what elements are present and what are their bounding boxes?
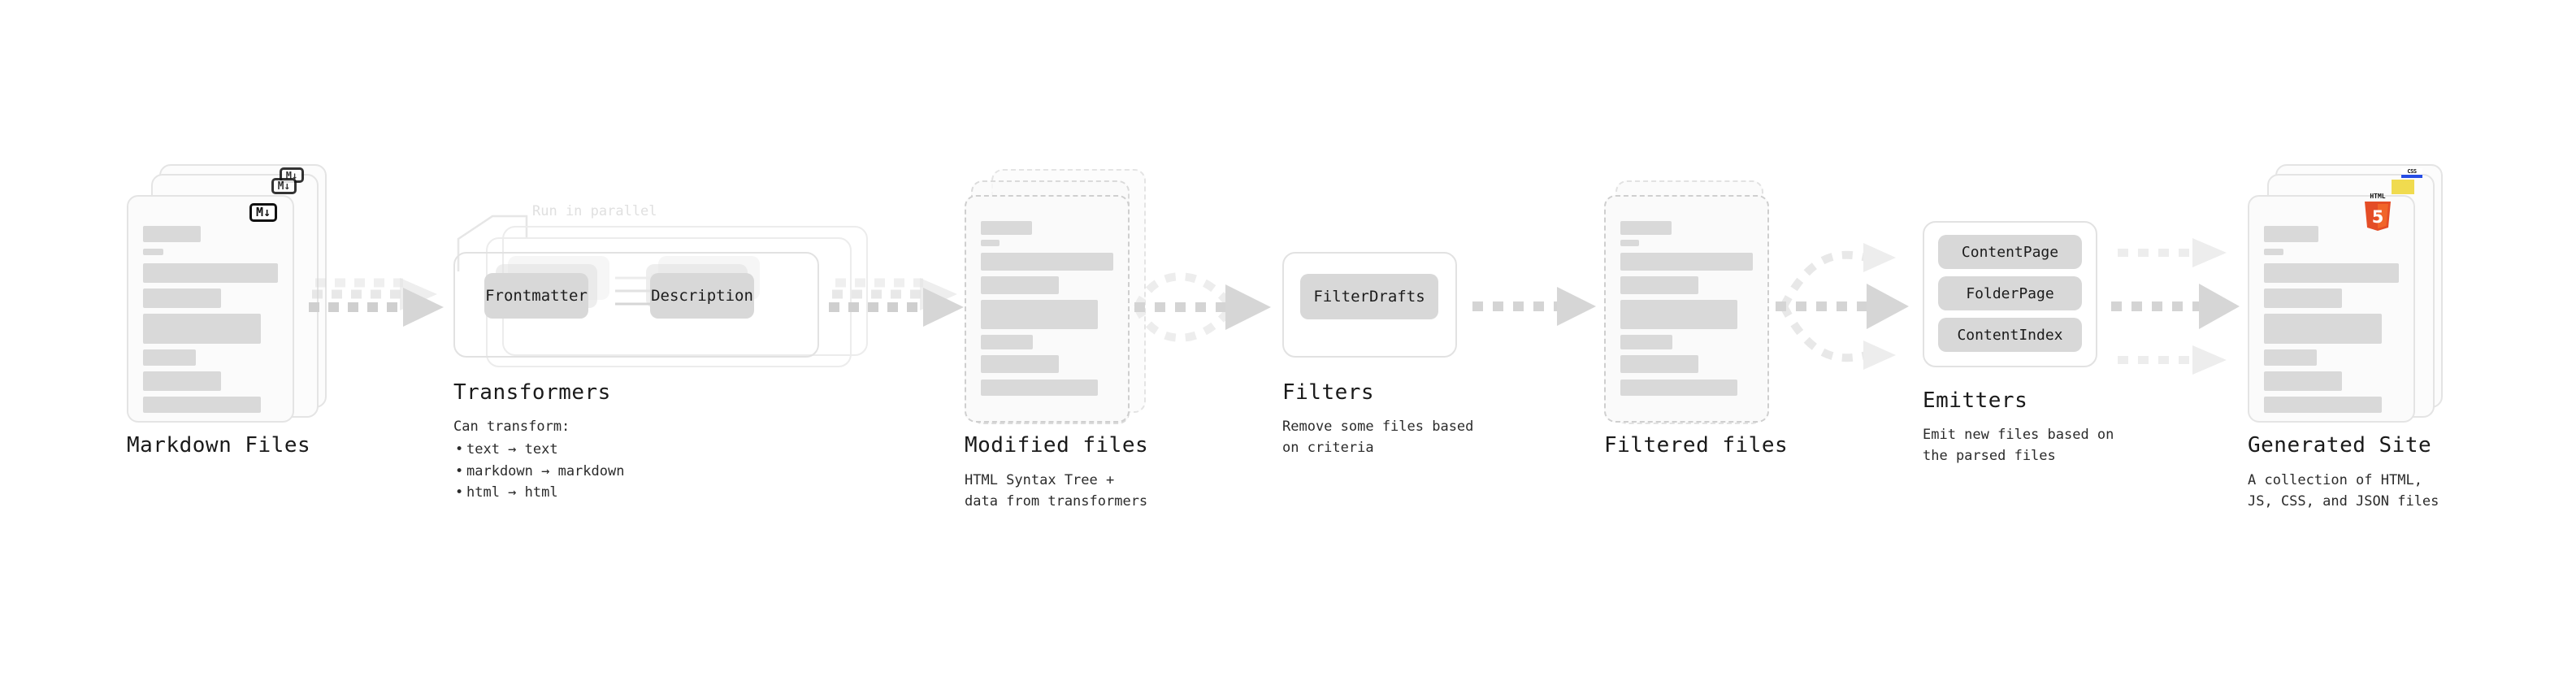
run-in-parallel-bracket [457,215,528,271]
filtered-files-title: Filtered files [1604,433,1789,458]
connector-emitters-to-site [2111,238,2240,375]
transformers-bullet-list: text → text markdown → markdown html → h… [453,439,697,503]
skeleton-line [2264,263,2399,283]
connector-md-to-transformers [309,278,444,327]
transformers-bullet: text → text [453,439,697,461]
transformers-bullet: html → html [453,482,697,504]
skeleton-heading [981,221,1032,235]
skeleton-line [2264,349,2317,366]
skeleton-line [143,371,221,391]
skeleton-subheading [143,249,163,255]
skeleton-line [1620,355,1698,373]
transformers-panel [453,252,819,358]
css3-badge: CSS [2401,168,2422,178]
transformer-pill-frontmatter[interactable]: Frontmatter [484,273,588,319]
transformer-pill-description[interactable]: Description [650,273,754,319]
skeleton-line [981,253,1113,271]
emitter-pill-folderpage[interactable]: FolderPage [1938,276,2082,310]
skeleton-line [981,335,1033,349]
connector-transformers-to-modified [829,278,964,327]
skeleton-heading [143,226,201,242]
skeleton-line [143,397,261,413]
emitters-description: Emit new files based on the parsed files [1923,427,2114,465]
transformers-lead: Can transform: [453,419,570,435]
emitters-title: Emitters [1923,388,2028,413]
modified-files-title: Modified files [965,433,1149,458]
skeleton-line [981,355,1059,373]
generated-site-description: A collection of HTML, JS, CSS, and JSON … [2248,472,2439,510]
js-badge [2392,180,2414,194]
skeleton-line [2264,288,2342,308]
connector-filters-to-filtered [1472,287,1596,326]
run-in-parallel-label: Run in parallel [532,203,657,219]
markdown-files-title: Markdown Files [127,433,311,458]
emitter-pill-contentindex[interactable]: ContentIndex [1938,318,2082,352]
emitter-pill-contentpage[interactable]: ContentPage [1938,235,2082,269]
skeleton-heading [1620,221,1672,235]
skeleton-line [1620,276,1698,294]
skeleton-line [981,300,1098,329]
skeleton-line [143,263,278,283]
markdown-badge-back-1: M↓ [271,178,297,194]
connector-modified-to-filters [1134,272,1271,342]
skeleton-subheading [981,240,1000,246]
svg-text:5: 5 [2372,207,2384,227]
html5-badge: HTML 5 [2361,193,2394,232]
html5-badge-label: HTML [2370,193,2386,200]
markdown-badge: M↓ [249,203,277,222]
skeleton-line [143,288,221,308]
filters-title: Filters [1282,380,1375,405]
filter-pill-filterdrafts[interactable]: FilterDrafts [1300,274,1438,319]
skeleton-line [981,276,1059,294]
skeleton-line [2264,397,2382,413]
skeleton-line [2264,314,2382,344]
connector-filtered-to-emitters [1776,243,1909,370]
skeleton-line [1620,380,1737,396]
modified-files-description: HTML Syntax Tree + data from transformer… [965,472,1148,510]
skeleton-line [1620,335,1672,349]
filters-description: Remove some files based on criteria [1282,419,1474,457]
skeleton-line [143,349,196,366]
generated-site-title: Generated Site [2248,433,2432,458]
skeleton-line [981,380,1098,396]
transformers-description: Can transform: text → text markdown → ma… [453,416,697,504]
skeleton-subheading [2264,249,2283,255]
transformers-title: Transformers [453,380,611,405]
skeleton-line [143,314,261,344]
skeleton-heading [2264,226,2318,242]
skeleton-line [1620,253,1753,271]
transformers-bullet: markdown → markdown [453,461,697,483]
skeleton-line [1620,300,1737,329]
skeleton-line [2264,371,2342,391]
skeleton-subheading [1620,240,1639,246]
